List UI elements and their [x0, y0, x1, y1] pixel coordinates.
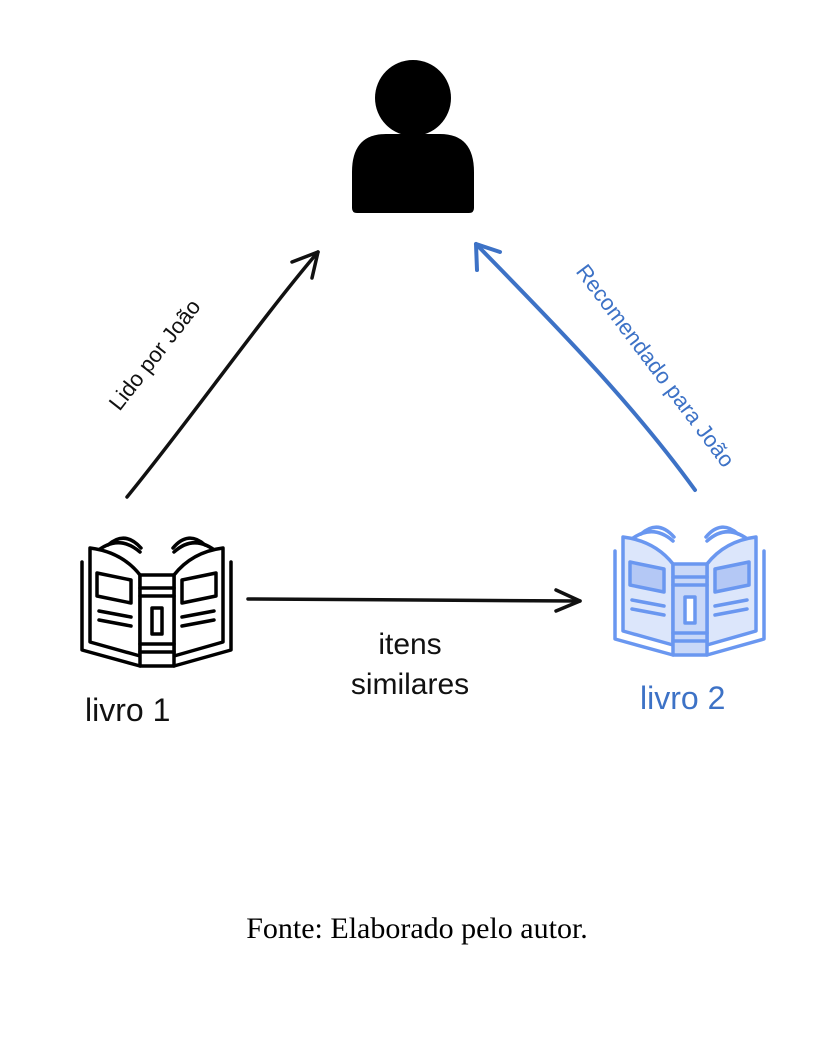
book2-icon	[613, 525, 766, 657]
edge-similar-arrow	[246, 588, 582, 613]
figure-caption: Fonte: Elaborado pelo autor.	[246, 912, 588, 945]
edge-read-arrow	[125, 250, 320, 499]
user-icon	[352, 60, 474, 213]
book2-label: livro 2	[640, 680, 726, 716]
book1-label: livro 1	[85, 692, 171, 728]
book1-icon	[80, 536, 233, 668]
edge-recommended-arrow	[474, 242, 697, 492]
edge-similar-label: itens similares	[350, 628, 470, 701]
